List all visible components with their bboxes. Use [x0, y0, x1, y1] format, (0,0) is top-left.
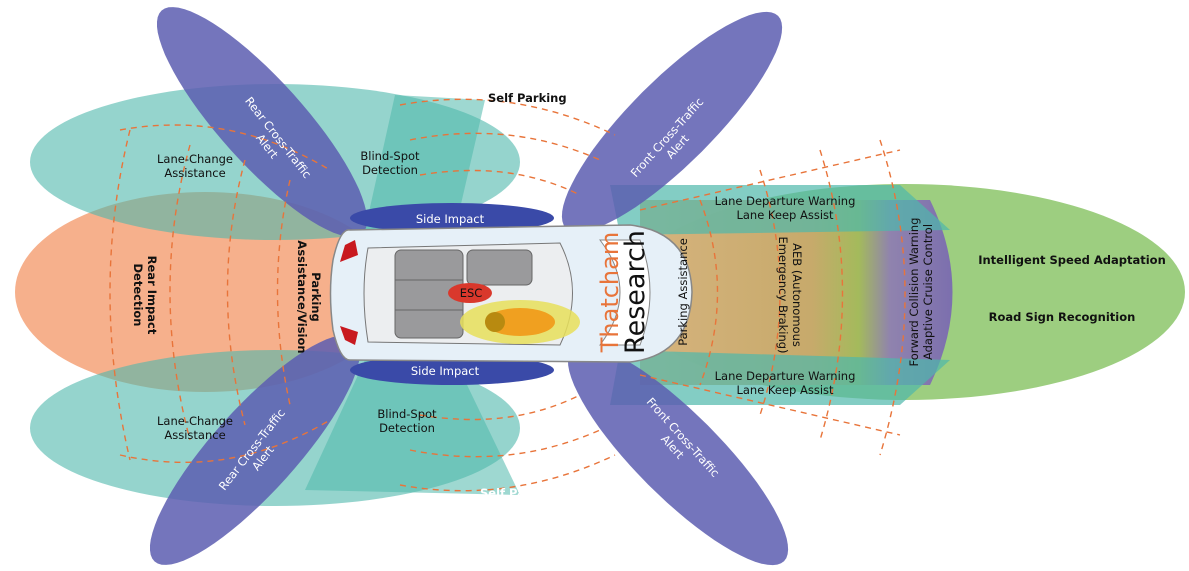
- self-parking-zone-top: [365, 95, 485, 230]
- side-impact-zone-bottom: [350, 355, 554, 385]
- label-side-impact-bottom: Side Impact: [411, 364, 480, 378]
- label-self-parking-bottom: Self Parking: [480, 486, 559, 500]
- label-esc: ESC: [460, 286, 483, 300]
- self-parking-zone-bottom: [305, 360, 520, 495]
- forward-sensor-zone: [640, 200, 953, 385]
- thatcham-logo: Thatcham Research: [596, 230, 651, 354]
- front-cross-traffic-zone-top: [561, 11, 783, 233]
- label-rsr: Road Sign Recognition: [989, 310, 1136, 324]
- svg-text:Thatcham: Thatcham: [596, 232, 624, 353]
- label-self-parking-top: Self Parking: [488, 91, 567, 105]
- front-cross-traffic-zone-bottom: [567, 344, 789, 566]
- sensor-dashed-arcs: [109, 98, 906, 492]
- label-parking-front: Parking Assistance: [676, 238, 690, 346]
- label-aeb: AEB (AutonomousEmergency Braking): [776, 236, 804, 353]
- esc-zone: [448, 283, 492, 303]
- rear-impact-zone: [15, 192, 395, 392]
- car-top-view: [329, 224, 693, 363]
- label-parking-rear: ParkingAssistance/Vision: [295, 240, 323, 353]
- tail-light-top: [340, 240, 358, 262]
- svg-text:Research: Research: [620, 230, 651, 354]
- rear-cross-traffic-zone-top: [157, 7, 367, 237]
- label-isa: Intelligent Speed Adaptation: [978, 253, 1166, 267]
- label-side-impact-top: Side Impact: [416, 212, 485, 226]
- rear-cross-traffic-zone-bottom: [150, 335, 360, 565]
- label-rear-impact: Rear ImpactDetection: [131, 256, 159, 335]
- side-impact-zone-top: [350, 203, 554, 233]
- tail-light-bottom: [340, 326, 358, 345]
- ldw-arrow-bottom: [610, 350, 950, 405]
- label-fcw: Forward Collision WarningAdaptive Cruise…: [907, 217, 935, 366]
